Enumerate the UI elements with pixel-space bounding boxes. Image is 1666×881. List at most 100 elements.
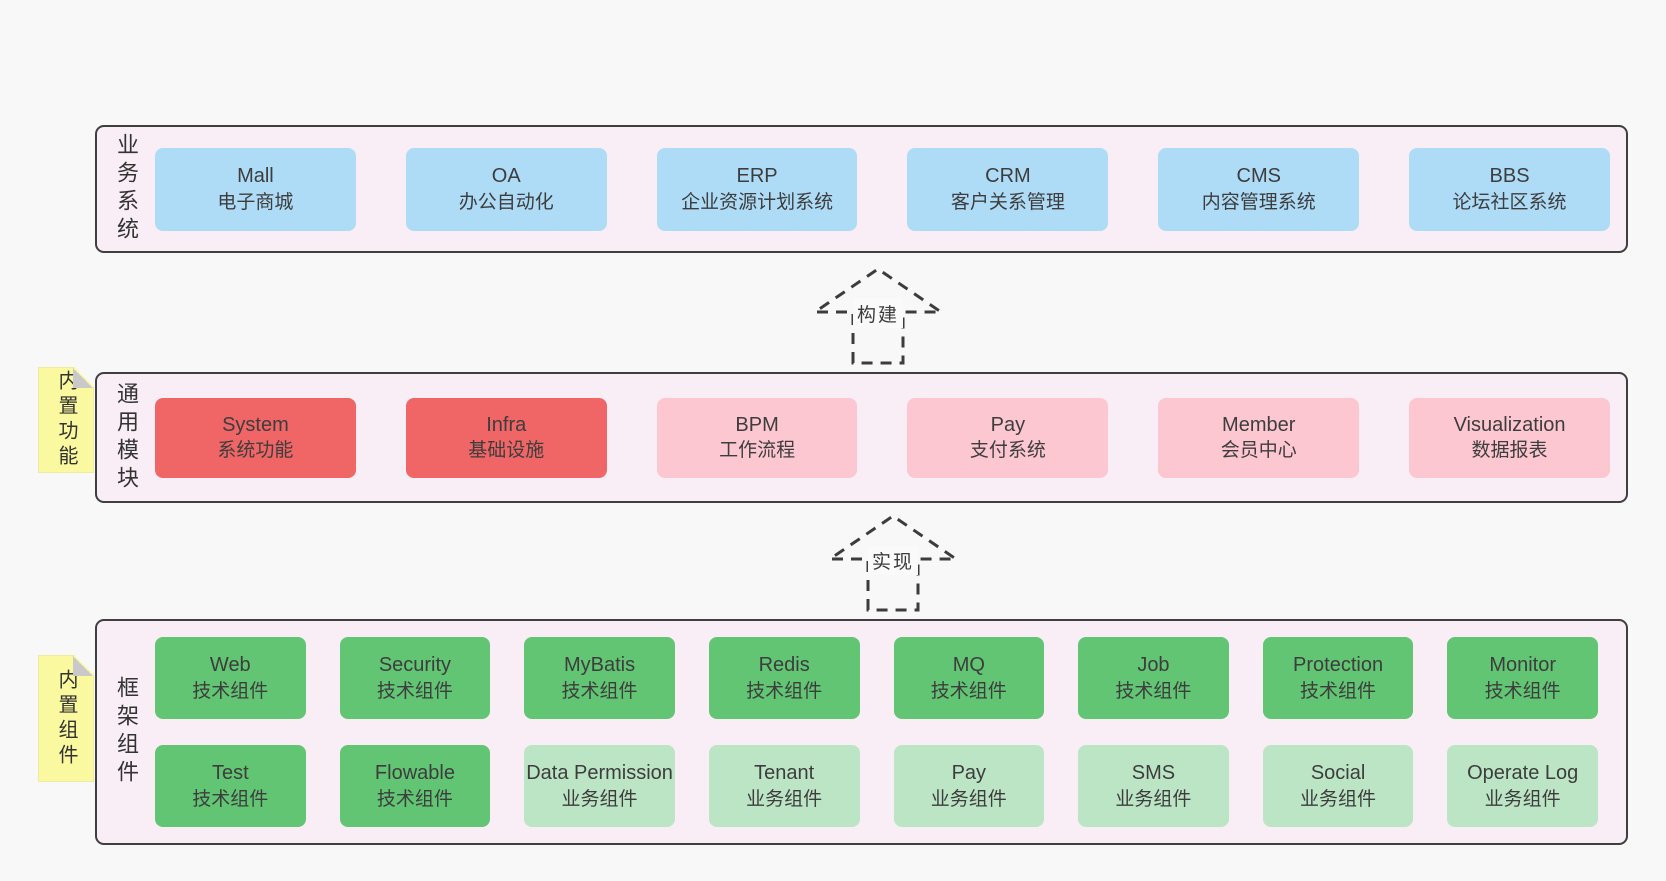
box-title: ERP: [736, 165, 778, 188]
up-arrow-icon: [812, 267, 944, 365]
sticky-note-text: 内置功能: [55, 370, 77, 470]
box-cms: CMS 内容管理系统: [1158, 147, 1360, 231]
box-title: Social: [1310, 762, 1366, 785]
box-subtitle: 支付系统: [969, 440, 1046, 462]
box-oa: OA 办公自动化: [405, 147, 607, 231]
box-mybatis: MyBatis 技术组件: [524, 637, 675, 719]
box-title: Data Permission: [526, 762, 673, 785]
box-mall: Mall 电子商城: [155, 147, 356, 231]
box-title: Pay: [990, 413, 1026, 436]
box-subtitle: 工作流程: [719, 440, 796, 462]
box-subtitle: 技术组件: [376, 788, 453, 810]
box-subtitle: 技术组件: [376, 680, 453, 702]
box-title: Security: [378, 654, 452, 677]
box-subtitle: 系统功能: [217, 440, 294, 462]
box-visualization: Visualization 数据报表: [1409, 397, 1610, 478]
box-operate-log: Operate Log 业务组件: [1447, 745, 1598, 827]
box-subtitle: 技术组件: [1300, 680, 1377, 702]
box-flowable: Flowable 技术组件: [339, 745, 491, 827]
implement-arrow-label: 实现: [867, 546, 919, 575]
box-title: Redis: [758, 654, 810, 677]
box-social: Social 业务组件: [1262, 745, 1414, 827]
box-title: Operate Log: [1467, 762, 1579, 785]
box-title: Flowable: [374, 762, 455, 785]
box-title: MyBatis: [564, 654, 636, 677]
box-sms: SMS 业务组件: [1078, 745, 1229, 827]
box-system: System 系统功能: [155, 397, 356, 478]
box-title: SMS: [1131, 762, 1176, 785]
box-title: MQ: [952, 654, 985, 677]
box-title: System: [222, 413, 289, 436]
box-subtitle: 办公自动化: [458, 191, 554, 213]
box-pay: Pay 支付系统: [907, 397, 1109, 478]
modules-layer-label: 通用模块: [114, 381, 139, 494]
box-subtitle: 数据报表: [1471, 440, 1548, 462]
box-pay-biz: Pay 业务组件: [893, 745, 1045, 827]
build-arrow-label: 构建: [852, 299, 904, 328]
box-protection: Protection 技术组件: [1262, 637, 1414, 719]
box-job: Job 技术组件: [1078, 637, 1229, 719]
box-subtitle: 业务组件: [1115, 788, 1192, 810]
box-title: Visualization: [1453, 413, 1566, 436]
box-subtitle: 技术组件: [192, 788, 269, 810]
box-subtitle: 技术组件: [561, 680, 638, 702]
framework-components-layer: 框架组件 Web 技术组件 Security 技术组件 MyBatis 技术组件 Re…: [95, 619, 1628, 845]
box-subtitle: 电子商城: [217, 191, 294, 213]
business-boxes: Mall 电子商城 OA 办公自动化 ERP 企业资源计划系统 CRM 客户关系管理 C…: [155, 127, 1626, 251]
business-systems-layer: 业务系统 Mall 电子商城 OA 办公自动化 ERP 企业资源计划系统 CRM 客户关…: [95, 125, 1628, 253]
box-title: Pay: [951, 762, 987, 785]
box-bbs: BBS 论坛社区系统: [1409, 147, 1610, 231]
box-subtitle: 业务组件: [561, 788, 638, 810]
box-subtitle: 基础设施: [468, 440, 545, 462]
box-redis: Redis 技术组件: [708, 637, 860, 719]
box-subtitle: 技术组件: [1484, 680, 1561, 702]
box-title: OA: [491, 165, 521, 188]
sticky-note-builtin-components: 内置组件: [38, 655, 94, 782]
box-mq: MQ 技术组件: [893, 637, 1045, 719]
box-title: Mall: [237, 165, 274, 188]
box-web: Web 技术组件: [155, 637, 306, 719]
box-subtitle: 内容管理系统: [1201, 191, 1316, 213]
box-bpm: BPM 工作流程: [656, 397, 858, 478]
box-subtitle: 技术组件: [746, 680, 823, 702]
box-erp: ERP 企业资源计划系统: [656, 147, 858, 231]
business-layer-label: 业务系统: [114, 133, 139, 245]
box-subtitle: 论坛社区系统: [1452, 191, 1567, 213]
build-arrow: 构建: [812, 266, 944, 366]
box-monitor: Monitor 技术组件: [1447, 637, 1598, 719]
box-title: Protection: [1293, 654, 1384, 677]
box-title: Web: [209, 654, 251, 677]
box-subtitle: 客户关系管理: [950, 191, 1065, 213]
box-subtitle: 业务组件: [746, 788, 823, 810]
box-subtitle: 业务组件: [1484, 788, 1561, 810]
components-layer-label: 框架组件: [114, 676, 139, 788]
box-subtitle: 企业资源计划系统: [681, 191, 834, 213]
box-title: Job: [1137, 654, 1170, 677]
components-boxes: Web 技术组件 Security 技术组件 MyBatis 技术组件 Redis 技术…: [155, 621, 1626, 843]
implement-arrow: 实现: [827, 513, 959, 613]
box-subtitle: 技术组件: [192, 680, 269, 702]
box-security: Security 技术组件: [339, 637, 491, 719]
box-title: Test: [211, 762, 249, 785]
sticky-note-text: 内置组件: [55, 668, 77, 769]
box-title: Member: [1222, 413, 1296, 436]
box-crm: CRM 客户关系管理: [907, 147, 1109, 231]
box-subtitle: 技术组件: [930, 680, 1007, 702]
box-subtitle: 业务组件: [1300, 788, 1377, 810]
box-title: CRM: [985, 165, 1031, 188]
box-title: BPM: [735, 413, 779, 436]
box-subtitle: 业务组件: [930, 788, 1007, 810]
box-title: Monitor: [1489, 654, 1557, 677]
box-data-permission: Data Permission 业务组件: [524, 745, 675, 827]
sticky-note-builtin-features: 内置功能: [38, 367, 94, 473]
up-arrow-icon: [827, 514, 959, 612]
box-title: CMS: [1236, 165, 1281, 188]
box-subtitle: 技术组件: [1115, 680, 1192, 702]
box-title: BBS: [1489, 165, 1530, 188]
